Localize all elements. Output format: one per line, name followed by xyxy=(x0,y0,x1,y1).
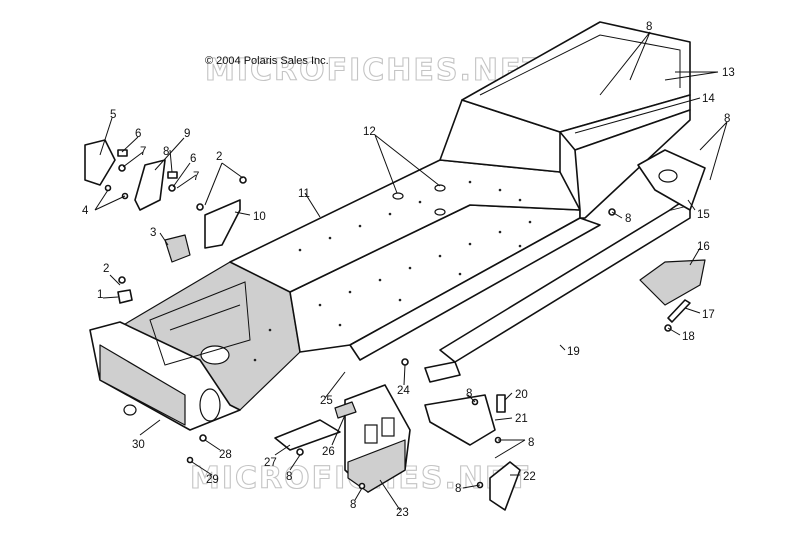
callout-28: 28 xyxy=(219,449,232,461)
callout-2b: 2 xyxy=(103,263,109,275)
bracket-21 xyxy=(424,394,496,446)
cover-16 xyxy=(639,259,706,306)
callout-22: 22 xyxy=(523,471,536,483)
callout-13: 13 xyxy=(722,67,735,79)
callout-8-right: 8 xyxy=(724,113,730,125)
callout-3: 3 xyxy=(150,227,156,239)
callout-10: 10 xyxy=(253,211,266,223)
callout-27: 27 xyxy=(264,457,277,469)
callout-8-mid: 8 xyxy=(625,213,631,225)
callout-14: 14 xyxy=(702,93,715,105)
callout-19: 19 xyxy=(567,346,580,358)
callout-12: 12 xyxy=(363,126,376,138)
callout-6b: 6 xyxy=(190,153,196,165)
callout-8-lower: 8 xyxy=(528,437,534,449)
callout-8-guard: 8 xyxy=(455,483,461,495)
copyright-text: © 2004 Polaris Sales Inc. xyxy=(205,55,329,67)
callout-8-top: 8 xyxy=(646,21,652,33)
leader-lines xyxy=(94,31,728,511)
callout-9: 9 xyxy=(184,128,190,140)
callout-24: 24 xyxy=(397,385,410,397)
bracket-10 xyxy=(204,199,241,249)
guard-22 xyxy=(489,461,521,511)
callout-4: 4 xyxy=(82,205,89,217)
callout-labels: 5 6 7 4 9 8 6 7 2 10 3 2 1 11 12 8 13 14… xyxy=(82,21,735,519)
callout-8-plate: 8 xyxy=(350,499,356,511)
callout-8: 8 xyxy=(163,146,169,158)
block-26 xyxy=(334,401,357,419)
callout-20: 20 xyxy=(515,389,528,401)
rail-tube xyxy=(424,200,691,383)
callout-26: 26 xyxy=(322,446,335,458)
bracket-9 xyxy=(134,159,166,211)
callout-7: 7 xyxy=(140,146,146,158)
watermark-top: MICROFICHES.NET xyxy=(205,53,545,88)
callout-6: 6 xyxy=(135,128,141,140)
callout-1: 1 xyxy=(97,289,103,301)
callout-16: 16 xyxy=(697,241,710,253)
callout-29: 29 xyxy=(206,474,219,486)
chassis-tunnel xyxy=(89,21,691,431)
cover-27 xyxy=(274,419,341,451)
callout-8-bracket: 8 xyxy=(466,388,472,400)
bracket-5 xyxy=(84,139,116,186)
callout-17: 17 xyxy=(702,309,715,321)
callout-21: 21 xyxy=(515,413,528,425)
clip-20 xyxy=(496,394,506,413)
callout-30: 30 xyxy=(132,439,145,451)
callout-8-cover: 8 xyxy=(286,471,292,483)
parts-17-18 xyxy=(664,299,691,332)
plate-23 xyxy=(344,384,411,493)
callout-7b: 7 xyxy=(193,171,199,183)
callout-18: 18 xyxy=(682,331,695,343)
plate-15 xyxy=(637,149,706,211)
callout-23: 23 xyxy=(396,507,409,519)
callout-5: 5 xyxy=(110,109,116,121)
callout-2: 2 xyxy=(216,151,222,163)
block-3 xyxy=(164,234,191,263)
callout-25: 25 xyxy=(320,395,333,407)
callout-11: 11 xyxy=(298,188,310,200)
callout-15: 15 xyxy=(697,209,710,221)
